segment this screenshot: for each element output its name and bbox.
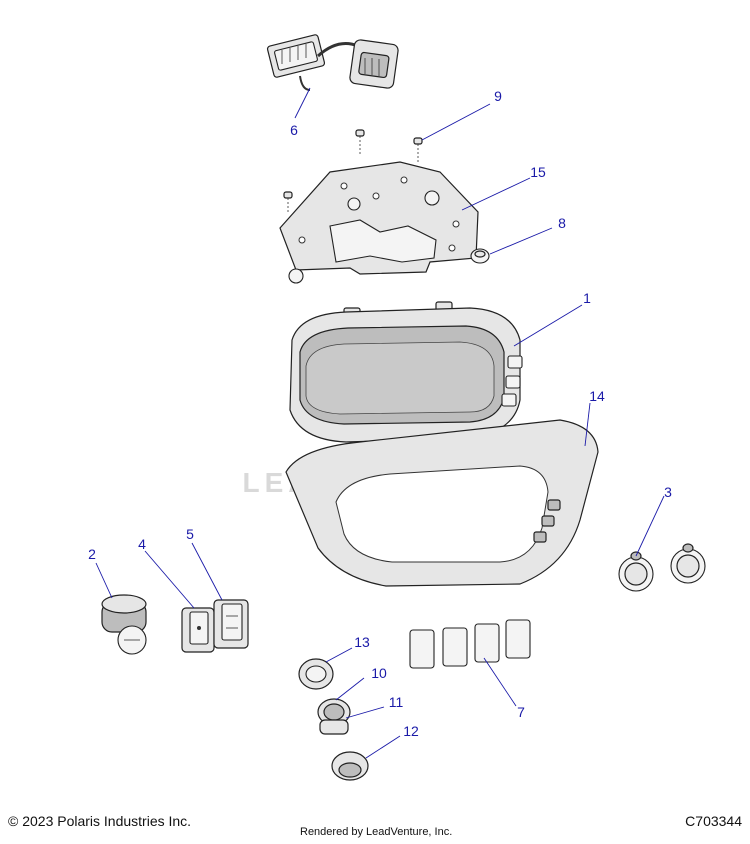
callout-2[interactable]: 2	[88, 546, 96, 562]
part-15-bracket[interactable]	[279, 161, 479, 275]
part-14-bezel[interactable]	[285, 419, 599, 587]
callout-7[interactable]: 7	[517, 704, 525, 720]
part-10-11-switch[interactable]	[317, 698, 351, 735]
part-4-switch[interactable]	[181, 607, 215, 653]
part-9-screws[interactable]	[283, 129, 423, 214]
callout-14[interactable]: 14	[589, 388, 605, 404]
callout-5[interactable]: 5	[186, 526, 194, 542]
leader-lines	[95, 87, 665, 759]
callout-6[interactable]: 6	[290, 122, 298, 138]
part-5-switch[interactable]	[213, 599, 249, 649]
part-3-knobs[interactable]	[618, 543, 706, 592]
part-1-instrument-cluster[interactable]	[289, 301, 523, 443]
callout-1[interactable]: 1	[583, 290, 591, 306]
callout-8[interactable]: 8	[558, 215, 566, 231]
callout-10[interactable]: 10	[371, 665, 387, 681]
part-7-covers[interactable]	[409, 619, 531, 669]
callout-3[interactable]: 3	[664, 484, 672, 500]
part-12-cap[interactable]	[331, 751, 369, 781]
bracket-grommets	[288, 190, 440, 284]
part-2-ignition-switch[interactable]	[101, 594, 147, 655]
part-13-ring[interactable]	[298, 658, 334, 690]
callout-15[interactable]: 15	[530, 164, 546, 180]
diagram-id: C703344	[685, 813, 742, 829]
callout-11[interactable]: 11	[389, 694, 404, 710]
callout-4[interactable]: 4	[138, 536, 146, 552]
part-8-grommet[interactable]	[470, 248, 490, 264]
callout-13[interactable]: 13	[354, 634, 370, 650]
part-6-harness[interactable]	[266, 34, 399, 91]
callout-9[interactable]: 9	[494, 88, 502, 104]
copyright-text: © 2023 Polaris Industries Inc.	[8, 813, 192, 829]
rendered-by-text: Rendered by LeadVenture, Inc.	[300, 826, 453, 838]
callout-12[interactable]: 12	[403, 723, 419, 739]
